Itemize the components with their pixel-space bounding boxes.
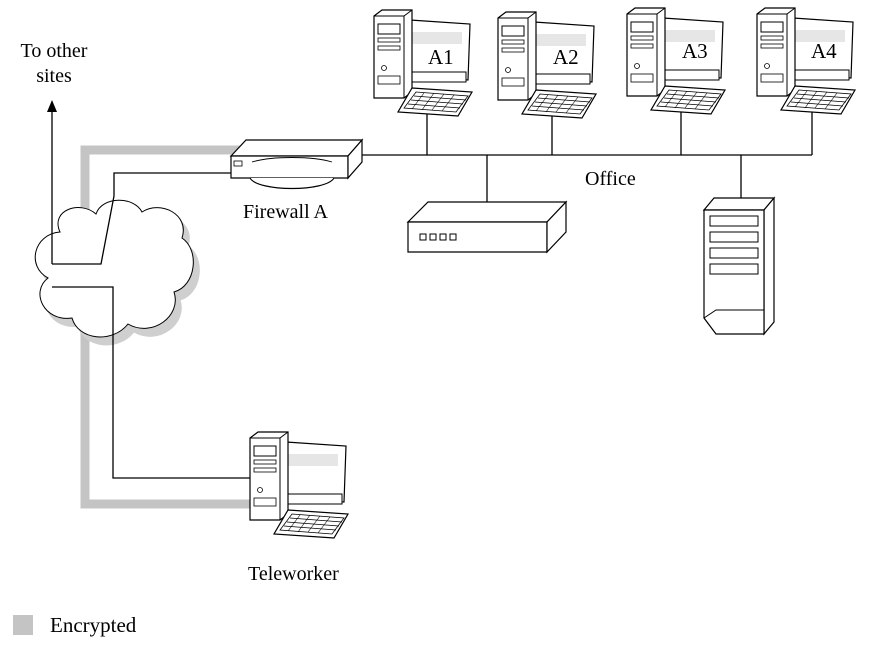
computer-label: A2	[553, 45, 579, 69]
legend-swatch	[13, 615, 33, 635]
office-label: Office	[585, 168, 636, 190]
computer-label: A4	[811, 39, 837, 63]
other-sites-label: To other	[21, 40, 88, 62]
teleworker-label: Teleworker	[248, 563, 339, 585]
computer-label: A1	[428, 45, 454, 69]
firewall-icon	[229, 138, 364, 190]
hub-icon	[406, 200, 568, 254]
firewall-label: Firewall A	[243, 201, 329, 223]
server-icon	[702, 196, 776, 336]
legend: Encrypted	[13, 613, 137, 637]
workstation-icon	[756, 7, 856, 115]
computer-label: A3	[682, 39, 708, 63]
workstation-icon	[249, 431, 349, 539]
legend-label: Encrypted	[50, 613, 137, 637]
workstation-icon	[626, 7, 726, 115]
workstation-icon	[497, 11, 597, 119]
cloud-icon	[34, 199, 200, 346]
workstation-icon	[373, 9, 473, 117]
other-sites-label: sites	[36, 65, 72, 87]
up-arrow-icon	[47, 100, 57, 112]
